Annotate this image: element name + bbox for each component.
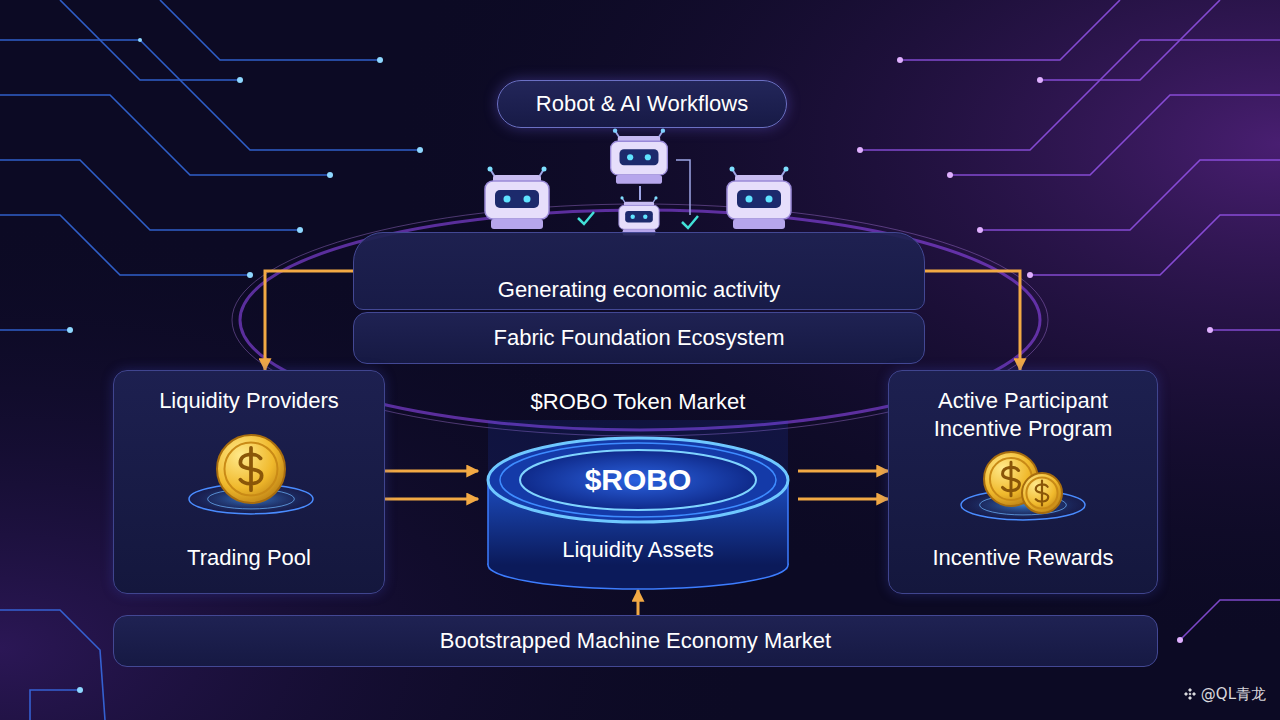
decor-shape — [857, 147, 863, 153]
node-heading: $ROBO — [585, 461, 692, 499]
decor-shape — [980, 160, 1280, 230]
decor-shape — [138, 38, 142, 42]
decor-shape — [485, 167, 549, 230]
decor-shape — [0, 610, 105, 720]
decor-shape — [327, 172, 333, 178]
decor-shape — [67, 38, 423, 693]
arrow-line — [798, 470, 888, 473]
decor-shape — [947, 172, 953, 178]
decor-shape — [1036, 481, 1049, 506]
decor-shape — [1003, 462, 1020, 496]
decor-shape — [1184, 688, 1196, 700]
decor-shape — [639, 186, 641, 200]
decor-shape — [240, 448, 261, 491]
decor-shape — [1180, 600, 1280, 640]
decor-shape — [488, 438, 788, 522]
node-heading: Liquidity Providers — [159, 387, 339, 415]
market-band: Bootstrapped Machine Economy Market — [113, 615, 1158, 667]
decor-shape — [500, 443, 776, 517]
decor-shape — [1030, 215, 1280, 275]
flow-connector — [638, 590, 639, 615]
decor-shape — [1026, 477, 1057, 508]
flow-connector — [385, 471, 478, 499]
decor-shape — [611, 128, 668, 183]
watermark-text: @QL青龙 — [1201, 685, 1266, 703]
decor-shape — [160, 0, 380, 60]
decor-shape — [0, 329, 70, 331]
process-panel: Liquidity ProvidersTrading Pool — [113, 370, 385, 594]
decor-shape — [1177, 637, 1183, 643]
node-heading: $ROBO Token Market — [478, 388, 798, 416]
decor-shape — [787, 480, 789, 565]
process-panel: Active Participant Incentive ProgramInce… — [888, 370, 1158, 594]
decor-shape — [950, 95, 1280, 175]
decor-shape — [30, 690, 80, 720]
node-heading: Active Participant Incentive Program — [903, 387, 1143, 442]
arrow-line — [925, 271, 1020, 370]
flow-connector — [798, 471, 888, 499]
arrow-line — [385, 470, 478, 473]
decor-shape — [224, 442, 277, 495]
decor-shape — [0, 160, 300, 230]
decor-shape — [682, 216, 698, 228]
flow-connector — [925, 271, 1020, 370]
node-heading: Bootstrapped Machine Economy Market — [440, 627, 831, 655]
decor-shape — [1027, 272, 1033, 278]
watermark: @QL青龙 — [1183, 685, 1266, 704]
decor-shape — [1210, 329, 1280, 331]
decor-shape — [1022, 473, 1062, 513]
decor-shape — [977, 227, 983, 233]
ecosystem-band: Fabric Foundation Ecosystem — [353, 312, 925, 364]
title-pill: Robot & AI Workflows — [497, 80, 787, 128]
decor-shape — [67, 327, 73, 333]
arrow-line — [798, 498, 888, 501]
decor-shape — [485, 128, 791, 235]
decor-shape — [1040, 0, 1220, 80]
decor-shape — [0, 215, 250, 275]
node-text: Incentive Rewards — [933, 544, 1114, 572]
arrow-line — [265, 271, 353, 370]
decor-shape — [77, 687, 83, 693]
flow-connector — [265, 271, 353, 370]
node-text: Trading Pool — [187, 544, 311, 572]
decor-shape — [1037, 77, 1043, 83]
decor-shape — [247, 272, 253, 278]
decor-shape — [297, 227, 303, 233]
arrow-line — [637, 590, 640, 615]
decor-shape — [1207, 327, 1213, 333]
node-heading: Fabric Foundation Ecosystem — [493, 324, 784, 352]
token-disc: $ROBO — [518, 448, 758, 512]
decor-shape — [237, 77, 243, 83]
watermark-logo — [1183, 687, 1197, 701]
ecosystem-band: Generating economic activity — [353, 232, 925, 310]
decor-shape — [417, 147, 423, 153]
decor-shape — [900, 0, 1120, 60]
decor-shape — [578, 212, 594, 224]
decor-shape — [60, 0, 240, 80]
token-cylinder: $ROBO Token MarketLiquidity Assets $ROBO — [478, 380, 798, 590]
node-heading: Robot & AI Workflows — [536, 90, 748, 118]
decor-shape — [217, 435, 285, 503]
decor-shape — [676, 160, 690, 215]
decor-shape — [897, 57, 903, 63]
arrow-line — [385, 498, 478, 501]
decor-shape — [727, 167, 791, 230]
decor-shape — [520, 450, 756, 510]
decor-shape — [487, 480, 489, 565]
node-text: Liquidity Assets — [478, 536, 798, 564]
decor-shape — [619, 196, 659, 235]
node-heading: Generating economic activity — [498, 276, 780, 304]
decor-shape — [377, 57, 383, 63]
decor-shape — [0, 95, 330, 175]
